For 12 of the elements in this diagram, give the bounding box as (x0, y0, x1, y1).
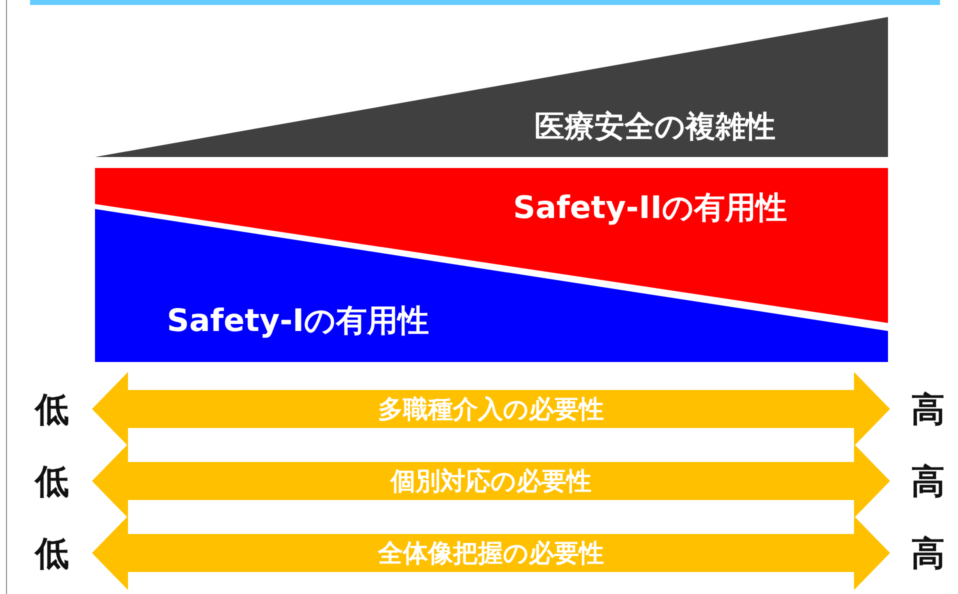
high-label: 高 (911, 393, 945, 427)
low-label: 低 (35, 465, 69, 499)
shape-label: Safety-Iの有用性 (166, 304, 430, 338)
high-label: 高 (911, 537, 945, 571)
low-label: 低 (35, 393, 69, 427)
shape-label: Safety-IIの有用性 (513, 190, 787, 226)
low-label: 低 (35, 537, 69, 571)
shape-label: 多職種介入の必要性 (378, 395, 604, 423)
shape-label: 個別対応の必要性 (390, 467, 592, 495)
shape-label: 医療安全の複雑性 (534, 110, 776, 144)
high-label: 高 (911, 465, 945, 499)
shape-label: 全体像把握の必要性 (378, 539, 604, 567)
